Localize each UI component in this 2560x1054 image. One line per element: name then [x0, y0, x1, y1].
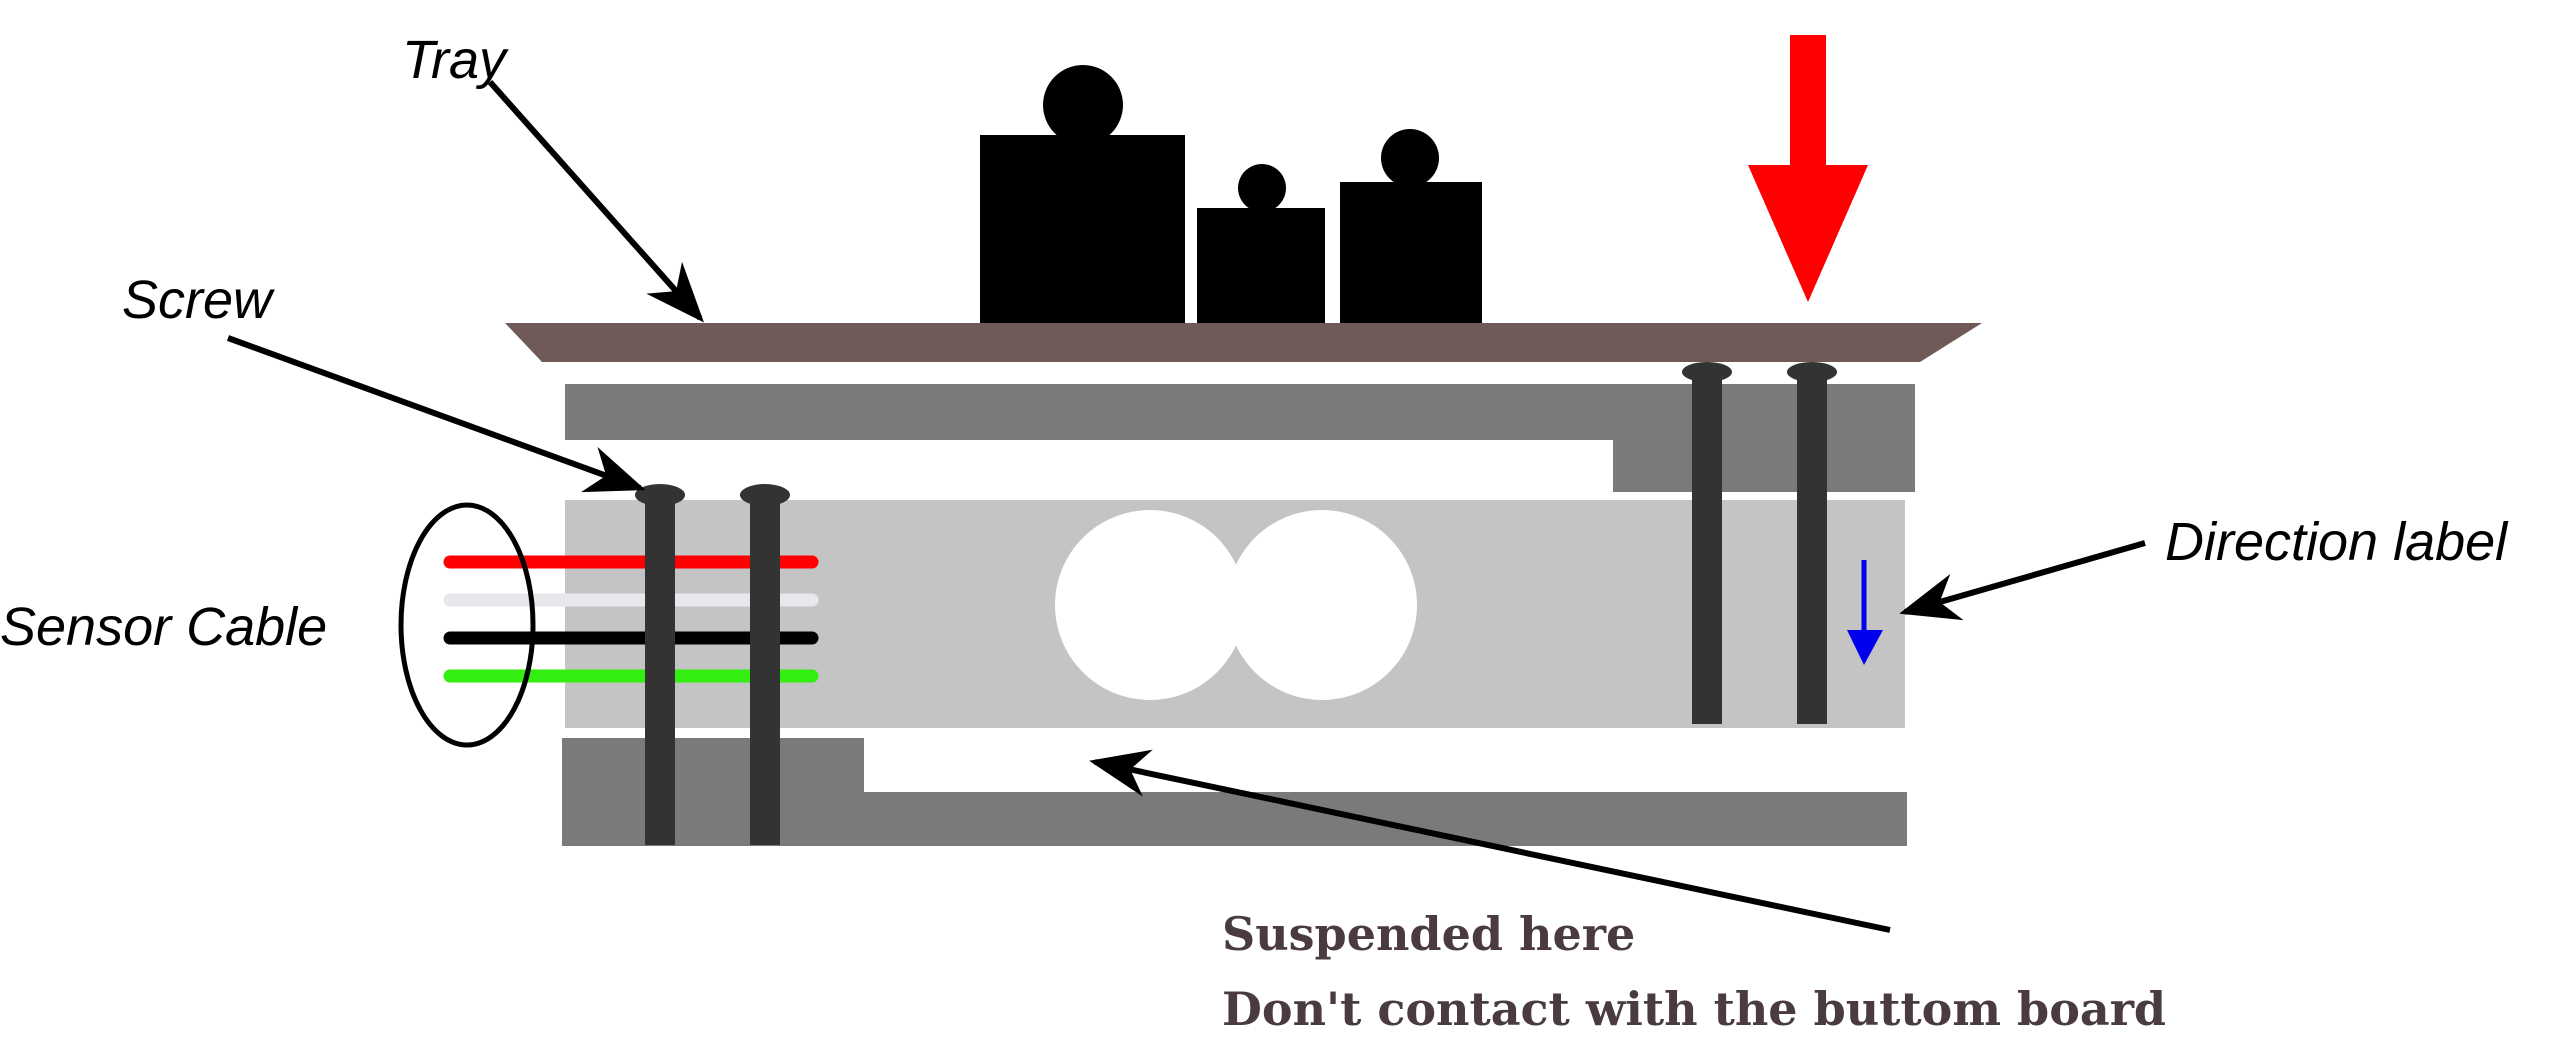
- tray: [505, 323, 1982, 362]
- screw-right-2: [1787, 362, 1837, 724]
- sensor-cable-highlight: [398, 502, 536, 748]
- tray-callout-arrow: [487, 80, 704, 323]
- weights: [980, 65, 1482, 325]
- direction-arrow-icon: [1847, 560, 1883, 665]
- suspended-callout-arrow: [1089, 749, 1891, 933]
- note-line-2: Don't contact with the buttom board: [1222, 982, 2166, 1036]
- top-frame: [565, 384, 1915, 492]
- small-weight: [1197, 208, 1325, 325]
- large-weight: [980, 135, 1185, 325]
- small-weight-knob: [1238, 164, 1286, 212]
- medium-weight: [1340, 182, 1482, 325]
- bottom-frame: [562, 738, 1907, 846]
- sensor-cable-label: Sensor Cable: [0, 597, 327, 657]
- screw-label: Screw: [122, 270, 275, 330]
- note-line-1: Suspended here: [1222, 907, 1635, 961]
- load-arrow-icon: [1748, 35, 1868, 302]
- large-weight-knob: [1043, 65, 1123, 145]
- direction-callout-arrow: [1899, 540, 2146, 621]
- screw-left-1: [635, 484, 685, 845]
- tray-label: Tray: [402, 30, 509, 90]
- screws: [635, 362, 1837, 845]
- medium-weight-knob: [1381, 129, 1439, 187]
- screw-left-2: [740, 484, 790, 845]
- direction-label: Direction label: [2165, 512, 2509, 572]
- strain-hole: [1055, 510, 1417, 700]
- screw-right-1: [1682, 362, 1732, 724]
- screw-callout-arrow: [226, 335, 646, 493]
